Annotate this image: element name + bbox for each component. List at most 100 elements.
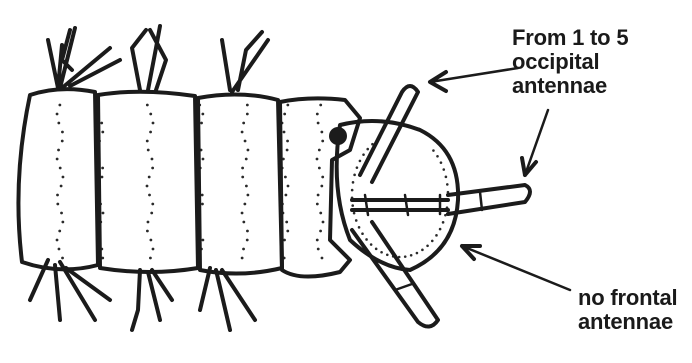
stipple-dot <box>200 122 203 125</box>
stipple-dot <box>61 140 64 143</box>
stipple-dot <box>317 122 320 125</box>
occipital-label-line-3: antennae <box>512 74 628 98</box>
stipple-dot <box>56 239 59 242</box>
stipple-dot <box>322 221 325 224</box>
stipple-dot <box>152 248 155 251</box>
stipple-dot <box>319 104 322 107</box>
eye-spot <box>329 127 347 145</box>
stipple-dot <box>247 149 250 152</box>
stipple-dot <box>201 203 204 206</box>
stipple-dot <box>148 194 151 197</box>
stipple-dot <box>320 131 323 134</box>
stipple-dot <box>242 248 245 251</box>
stipple-dot <box>362 153 365 156</box>
stipple-dot <box>359 160 362 163</box>
stipple-dot <box>431 240 434 243</box>
label-arrows <box>430 68 570 290</box>
stipple-dot <box>149 257 152 260</box>
stipple-dot <box>241 212 244 215</box>
stipple-dot <box>101 176 104 179</box>
frontal-label-line-2: antennae <box>578 310 677 334</box>
stipple-dot <box>287 185 290 188</box>
stipple-dot <box>352 181 355 184</box>
stipple-dot <box>58 104 61 107</box>
stipple-dot <box>370 243 373 246</box>
stipple-dot <box>241 131 244 134</box>
stipple-dot <box>432 149 435 152</box>
frontal-label-line-1: no frontal <box>578 286 677 310</box>
stipple-dot <box>439 228 442 231</box>
stipple-dot <box>321 176 324 179</box>
stipple-dot <box>361 232 364 235</box>
frontal-label: no frontal antennae <box>578 286 677 334</box>
stipple-dot <box>445 176 448 179</box>
stipple-dot <box>243 203 246 206</box>
stipple-dot <box>56 158 59 161</box>
stipple-dot <box>149 239 152 242</box>
stipple-dot <box>102 212 105 215</box>
body-segments <box>18 89 360 276</box>
stipple-dot <box>285 221 288 224</box>
stipple-dot <box>246 113 249 116</box>
stipple-dot <box>146 104 149 107</box>
stipple-dot <box>318 167 321 170</box>
stipple-dot <box>316 203 319 206</box>
stipple-dot <box>286 149 289 152</box>
stipple-dot <box>61 257 64 260</box>
stipple-dot <box>356 166 359 169</box>
stipple-dot <box>436 155 439 158</box>
stipple-dot <box>404 255 407 258</box>
stipple-dot <box>319 212 322 215</box>
stipple-dot <box>410 254 413 257</box>
stipple-dot <box>421 249 424 252</box>
stipple-dot <box>149 113 152 116</box>
stipple-dot <box>246 104 249 107</box>
stipple-dot <box>283 131 286 134</box>
stipple-dot <box>318 149 321 152</box>
stipple-dot <box>56 203 59 206</box>
stipple-dot <box>375 248 378 251</box>
arrow-to-occipital-2 <box>525 110 548 175</box>
stipple-dot <box>152 122 155 125</box>
stipple-dot <box>317 248 320 251</box>
stipple-dot <box>201 113 204 116</box>
stipple-dot <box>317 194 320 197</box>
stipple-dot <box>283 113 286 116</box>
stipple-dot <box>57 149 60 152</box>
stipple-dot <box>151 158 154 161</box>
stipple-dot <box>446 183 449 186</box>
stipple-dot <box>353 212 356 215</box>
stipple-dot <box>151 203 154 206</box>
stipple-dot <box>365 238 368 241</box>
lower-mouthpart <box>352 222 438 327</box>
stipple-dot <box>56 194 59 197</box>
stipple-dot <box>386 253 389 256</box>
stipple-dot <box>202 158 205 161</box>
stipple-dot <box>56 113 59 116</box>
stipple-dot <box>147 149 150 152</box>
stipple-dot <box>316 158 319 161</box>
stipple-dot <box>416 252 419 255</box>
stipple-dot <box>426 244 429 247</box>
stipple-dot <box>146 230 149 233</box>
stipple-dot <box>321 257 324 260</box>
stipple-dot <box>241 167 244 170</box>
stipple-dot <box>351 204 354 207</box>
stipple-dot <box>286 104 289 107</box>
stipple-dot <box>366 148 369 151</box>
stipple-dot <box>351 189 354 192</box>
stipple-dot <box>201 194 204 197</box>
stipple-dot <box>380 251 383 254</box>
stipple-shading <box>56 104 450 260</box>
stipple-dot <box>150 212 153 215</box>
stipple-dot <box>60 185 63 188</box>
stipple-dot <box>100 122 103 125</box>
occipital-label: From 1 to 5 occipital antennae <box>512 26 628 98</box>
occipital-label-line-1: From 1 to 5 <box>512 26 628 50</box>
stipple-dot <box>246 230 249 233</box>
stipple-dot <box>286 140 289 143</box>
stipple-dot <box>146 140 149 143</box>
stipple-dot <box>246 239 249 242</box>
stipple-dot <box>58 230 61 233</box>
